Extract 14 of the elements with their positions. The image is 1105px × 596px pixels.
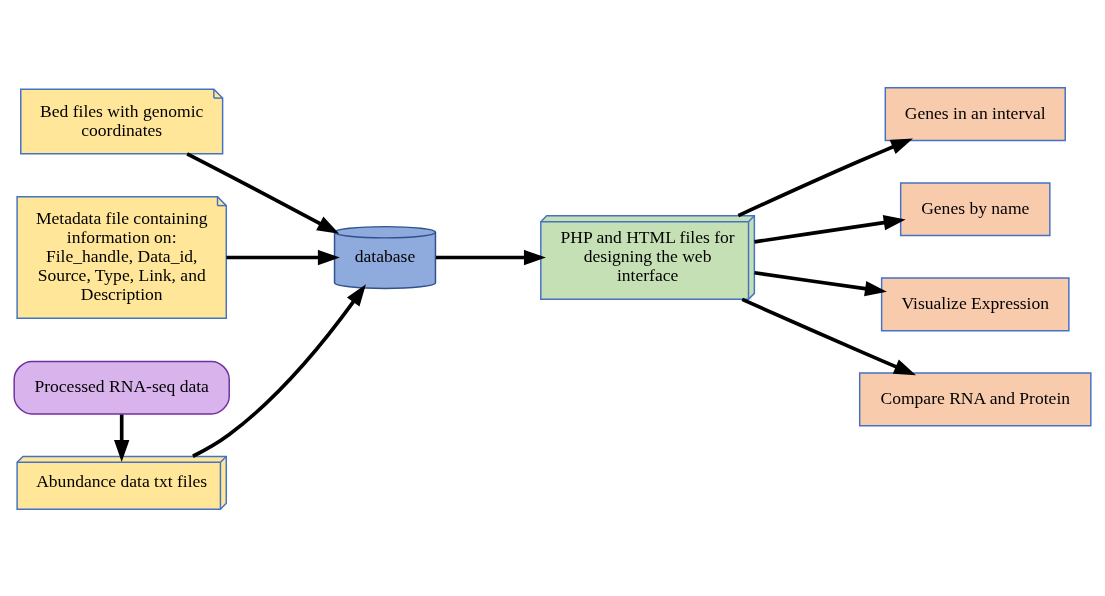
- arrow: [114, 414, 130, 462]
- arrow: [226, 249, 340, 265]
- arrow: [737, 138, 913, 217]
- node-box: Genes in an interval: [884, 86, 1066, 141]
- arrow: [754, 214, 906, 244]
- arrow: [192, 283, 366, 458]
- arrow: [754, 270, 887, 296]
- arrow: [435, 249, 546, 265]
- node-box: Visualize Expression: [880, 276, 1070, 331]
- arrow: [186, 151, 340, 234]
- arrow: [741, 297, 917, 375]
- node-box: Genes by name: [899, 181, 1051, 236]
- node-box: Compare RNA and Protein: [858, 371, 1092, 426]
- node-box: Processed RNA-seq data: [13, 360, 230, 415]
